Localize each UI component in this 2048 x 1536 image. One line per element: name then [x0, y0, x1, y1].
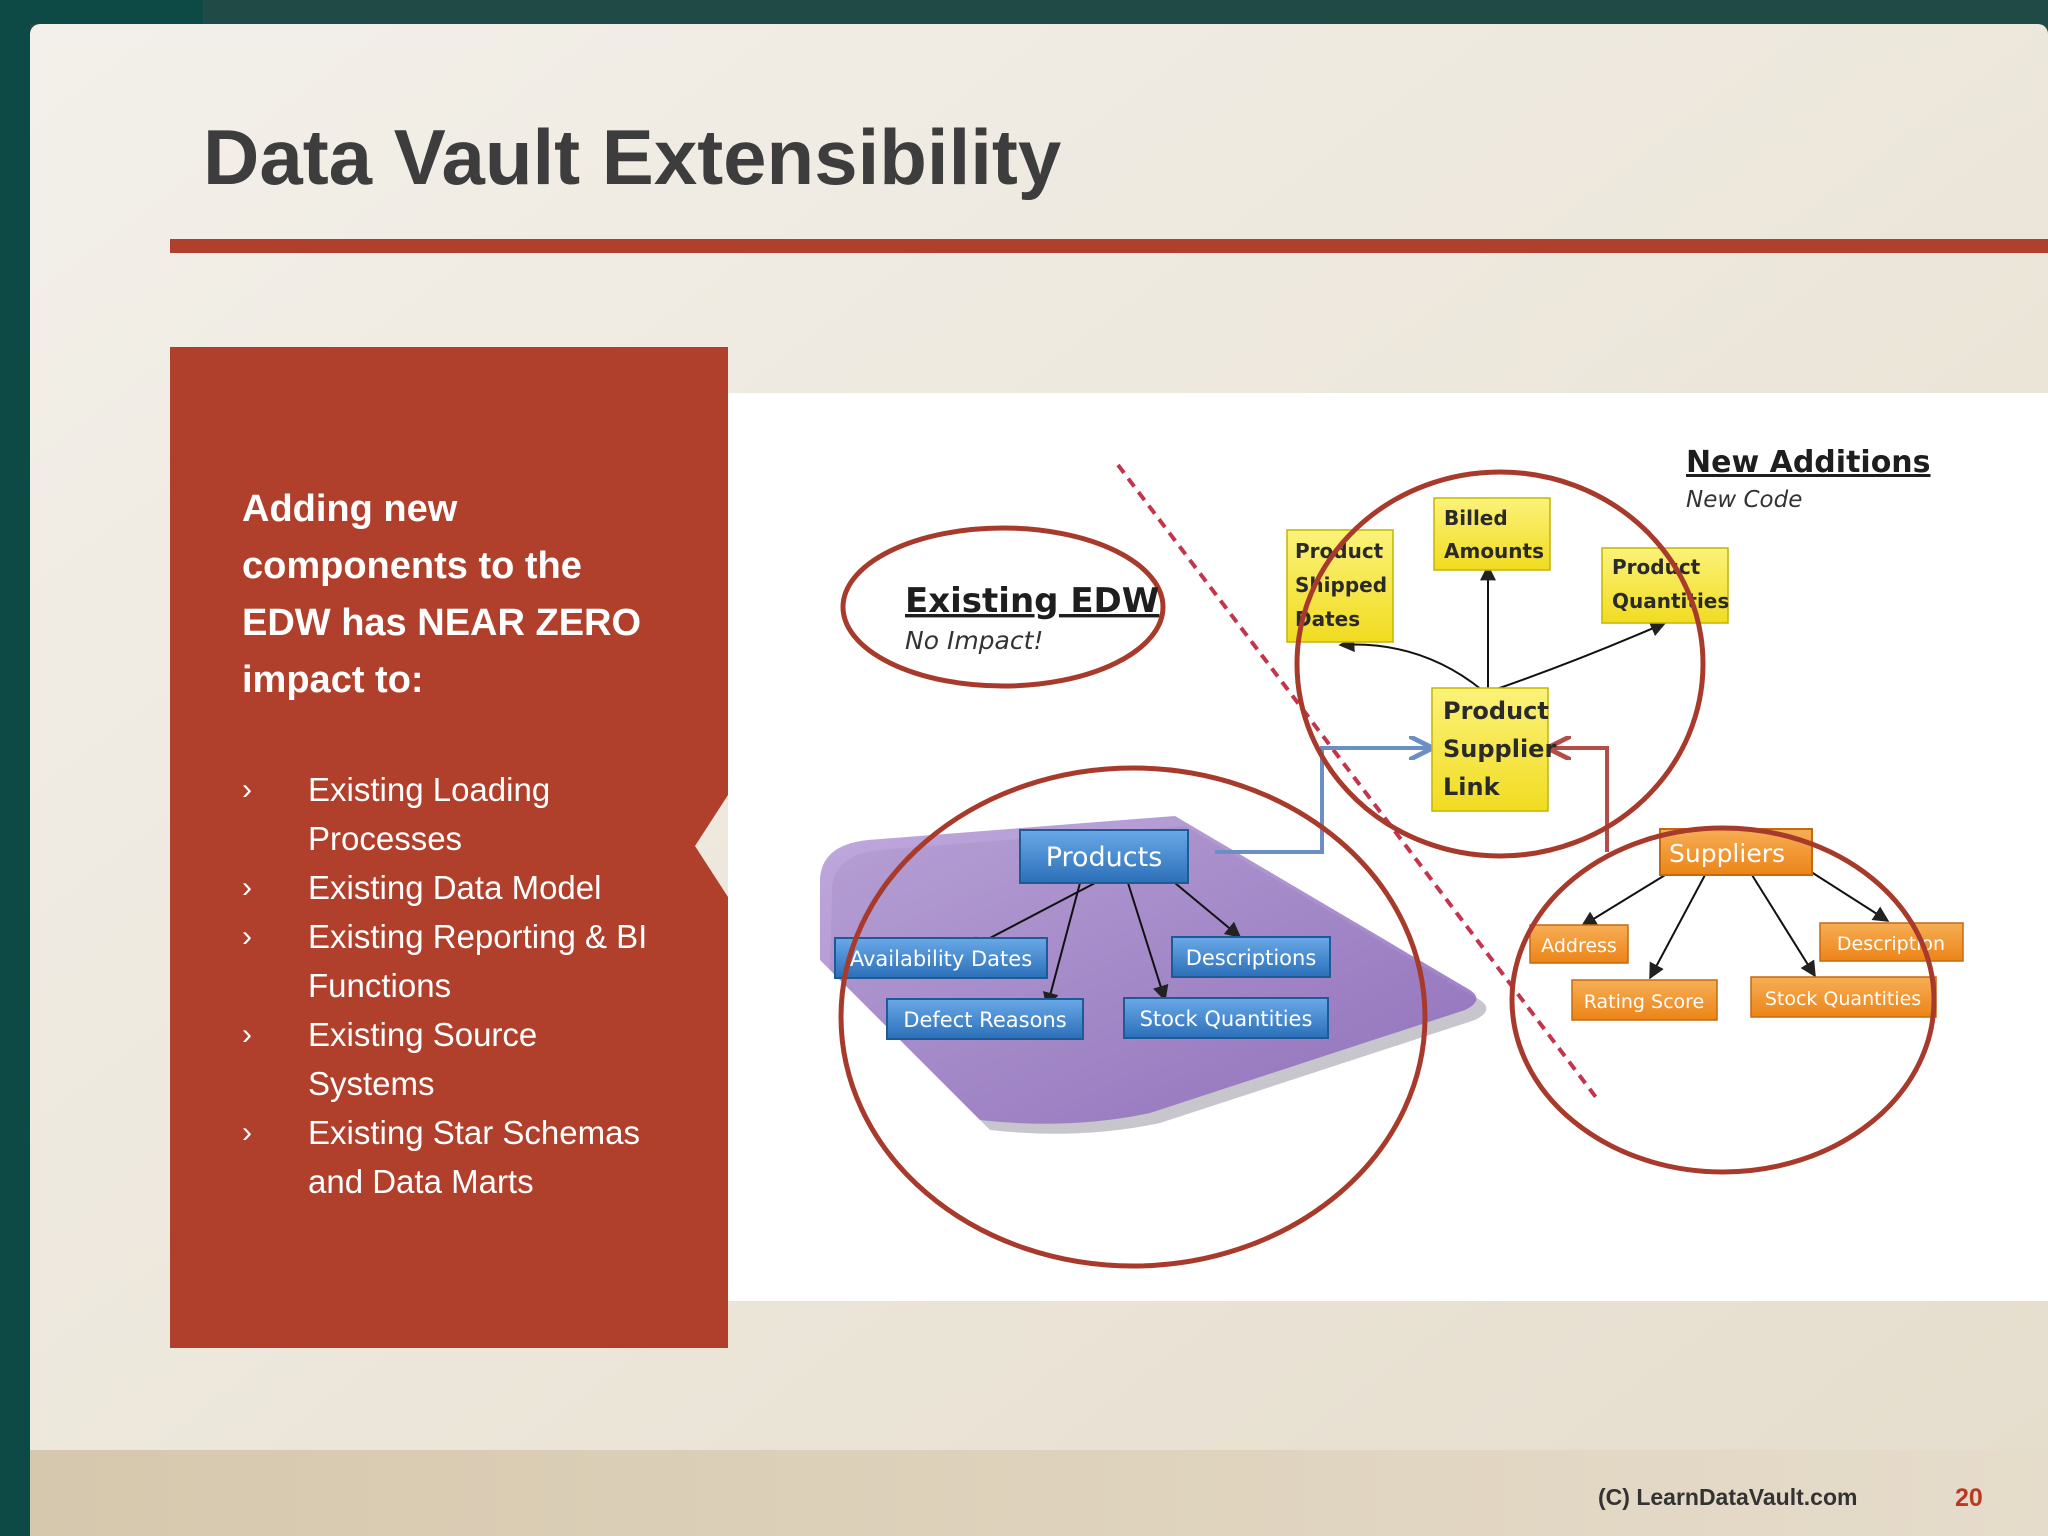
existing-edw-title: Existing EDW	[905, 581, 1159, 621]
satellite-label: Availability Dates	[850, 947, 1032, 971]
link-label: Product Supplier Link	[1443, 697, 1565, 801]
chevron-right-icon: ›	[242, 871, 252, 904]
existing-edw-subtitle: No Impact!	[905, 626, 1043, 655]
products-link-connector	[1215, 748, 1428, 854]
suppliers-satellite-description: Description	[1819, 922, 1964, 962]
suppliers-link-connector	[1552, 748, 1609, 852]
list-item: › Existing Source Systems	[242, 1010, 662, 1108]
edge-products-defect	[1042, 882, 1081, 1009]
left-accent-bar	[0, 0, 30, 1536]
satellite-label: Address	[1541, 935, 1617, 957]
product-supplier-link-node: Product Supplier Link	[1431, 687, 1565, 812]
edge-link-shipped	[1338, 636, 1483, 691]
existing-edw-highlight-circle	[838, 765, 1428, 1269]
suppliers-highlight-circle	[1509, 825, 1937, 1175]
products-hub-label: Products	[1046, 842, 1163, 873]
products-satellite-stock: Stock Quantities	[1123, 997, 1329, 1039]
suppliers-hub-label: Suppliers	[1669, 839, 1785, 868]
satellite-label: Rating Score	[1584, 991, 1705, 1013]
page-title: Data Vault Extensibility	[203, 113, 1062, 201]
suppliers-satellite-address: Address	[1529, 924, 1629, 964]
chevron-right-icon: ›	[242, 1018, 252, 1051]
chevron-right-icon: ›	[242, 1116, 252, 1149]
footer-copyright: (C) LearnDataVault.com	[1598, 1484, 1858, 1510]
suppliers-hub-node: Suppliers	[1659, 828, 1813, 876]
products-hub-node: Products	[1019, 829, 1189, 884]
products-satellite-descriptions: Descriptions	[1171, 936, 1331, 978]
suppliers-satellite-stock: Stock Quantities	[1750, 976, 1937, 1018]
impact-list: › Existing Loading Processes › Existing Da…	[242, 765, 662, 1206]
side-panel: Adding new components to the EDW has NEA…	[170, 347, 728, 1348]
satellite-label: Billed Amounts	[1444, 506, 1544, 563]
list-item: › Existing Star Schemas and Data Marts	[242, 1108, 662, 1206]
satellite-label: Product Quantities	[1612, 555, 1729, 613]
list-item-text: Existing Loading Processes	[308, 771, 551, 857]
side-panel-heading: Adding new components to the EDW has NEA…	[242, 488, 642, 701]
edw-platform-top	[819, 816, 1477, 1124]
edge-suppliers-description	[1804, 867, 1890, 922]
products-satellite-defect: Defect Reasons	[886, 998, 1084, 1040]
link-satellite-billed-amounts: Billed Amounts	[1433, 497, 1551, 571]
existing-edw-circle	[840, 525, 1166, 689]
chevron-right-icon: ›	[242, 920, 252, 953]
side-panel-shape	[170, 347, 728, 1348]
list-item: › Existing Reporting & BI Functions	[242, 912, 662, 1010]
list-item-text: Existing Reporting & BI Functions	[308, 918, 648, 1004]
new-additions-subtitle: New Code	[1686, 487, 1802, 513]
satellite-label: Stock Quantities	[1765, 988, 1921, 1010]
list-item-text: Existing Data Model	[308, 869, 602, 906]
separator-line	[1116, 463, 1600, 1102]
products-satellite-availability: Availability Dates	[834, 937, 1048, 979]
satellite-label: Defect Reasons	[903, 1008, 1066, 1032]
page-number: 20	[1955, 1484, 1983, 1512]
satellite-label: Stock Quantities	[1140, 1007, 1313, 1031]
title-underline	[170, 239, 2048, 253]
edge-suppliers-rating	[1649, 874, 1706, 980]
chevron-right-icon: ›	[242, 773, 252, 806]
edge-products-stock	[1127, 882, 1169, 1002]
edge-products-descriptions	[1174, 882, 1242, 939]
suppliers-satellite-rating: Rating Score	[1571, 979, 1718, 1021]
list-item: › Existing Loading Processes	[242, 765, 662, 863]
edge-suppliers-address	[1580, 871, 1671, 927]
list-item-text: Existing Source Systems	[308, 1016, 538, 1102]
new-additions-highlight-circle	[1294, 469, 1706, 859]
top-accent-bar	[0, 0, 203, 24]
list-item-text: Existing Star Schemas and Data Marts	[308, 1114, 640, 1200]
edge-link-quantities	[1493, 621, 1667, 691]
edge-suppliers-stock	[1751, 874, 1816, 978]
satellite-label: Description	[1837, 933, 1945, 955]
footer-band	[30, 1450, 2048, 1536]
list-item: › Existing Data Model	[242, 863, 662, 912]
new-additions-title: New Additions	[1686, 445, 1931, 480]
satellite-label: Descriptions	[1186, 946, 1317, 970]
link-satellite-product-quantities: Product Quantities	[1601, 547, 1729, 624]
